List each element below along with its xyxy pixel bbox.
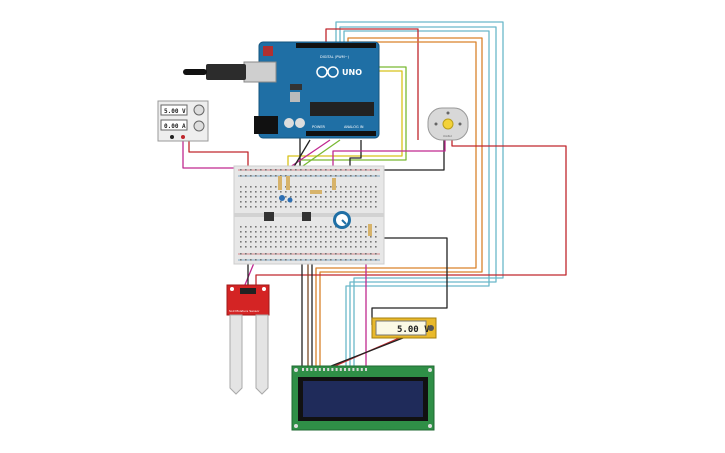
psu-voltage-knob[interactable] xyxy=(193,104,205,116)
wire-red-psu xyxy=(188,138,249,178)
arduino-logo-icon xyxy=(316,66,339,78)
psu-terminal-black[interactable] xyxy=(170,135,174,139)
arduino-digital-header-label: DIGITAL (PWM~) xyxy=(320,55,350,59)
wire-black-mm2 xyxy=(325,335,409,369)
usb-connector xyxy=(243,61,277,83)
potentiometer-knob[interactable] xyxy=(333,211,351,229)
transistor-2 xyxy=(302,212,311,221)
resistor-1 xyxy=(278,176,282,190)
soil-probe-right xyxy=(255,314,269,395)
led-icon xyxy=(279,195,285,201)
multimeter[interactable]: 5.00 V xyxy=(371,317,437,339)
wire-cyan-3 xyxy=(343,30,490,368)
lcd-header-pins xyxy=(302,368,367,371)
wire-orange-1 xyxy=(319,37,483,368)
lcd-type-label: 16x2 LCD xyxy=(380,425,395,429)
arduino-power-header-label: POWER xyxy=(312,125,326,129)
motor-label: motor xyxy=(443,134,453,138)
dc-motor[interactable]: motor xyxy=(427,107,469,141)
psu-voltage-readout: 5.00 V xyxy=(164,108,186,115)
digital-header xyxy=(296,43,376,48)
wire-red-top xyxy=(325,28,419,140)
psu-terminal-red[interactable] xyxy=(181,135,185,139)
psu-current-readout: 0.00 A xyxy=(164,123,186,130)
soil-sensor-label: Soil Moisture Sensor xyxy=(229,309,260,313)
soil-probe-left xyxy=(229,314,243,395)
power-analog-header xyxy=(306,131,376,136)
reset-button[interactable] xyxy=(263,46,273,56)
wire-black-mm xyxy=(371,237,448,325)
transistor-1 xyxy=(264,212,274,221)
power-jack xyxy=(254,116,278,134)
arduino-uno-board[interactable]: UNO DIGITAL (PWM~) ANALOG IN POWER xyxy=(183,41,380,139)
arduino-analog-header-label: ANALOG IN xyxy=(344,125,364,129)
resistor-2 xyxy=(286,176,290,190)
wire-cyan-2 xyxy=(339,26,497,368)
diode-icon xyxy=(287,197,293,203)
resistor-4 xyxy=(368,224,372,236)
psu-current-knob[interactable] xyxy=(193,120,205,132)
breadboard-holes xyxy=(240,169,377,261)
atmega-chip xyxy=(310,102,374,116)
usb-cable-plug xyxy=(206,64,246,80)
usb-cable xyxy=(183,69,207,75)
psu-voltage-display xyxy=(160,104,188,116)
wire-cyan-1 xyxy=(335,21,504,368)
wire-yellow-1 xyxy=(287,70,403,175)
lcd-screen xyxy=(303,381,423,417)
lcd-display-module[interactable]: 16x2 LCD xyxy=(291,365,435,431)
psu-current-display xyxy=(160,119,188,131)
multimeter-dial-icon[interactable] xyxy=(428,325,434,331)
power-supply[interactable]: 5.00 V 0.00 A xyxy=(157,100,209,142)
soil-moisture-sensor[interactable]: Soil Moisture Sensor xyxy=(226,284,270,395)
resistor-3 xyxy=(332,178,336,190)
resistor-5 xyxy=(310,190,322,194)
arduino-brand-label: UNO xyxy=(342,68,362,77)
breadboard[interactable] xyxy=(233,165,385,265)
multimeter-reading: 5.00 V xyxy=(397,325,430,335)
multimeter-display xyxy=(375,320,427,336)
motor-shaft-icon xyxy=(442,118,454,130)
wire-red-motor xyxy=(255,140,567,292)
